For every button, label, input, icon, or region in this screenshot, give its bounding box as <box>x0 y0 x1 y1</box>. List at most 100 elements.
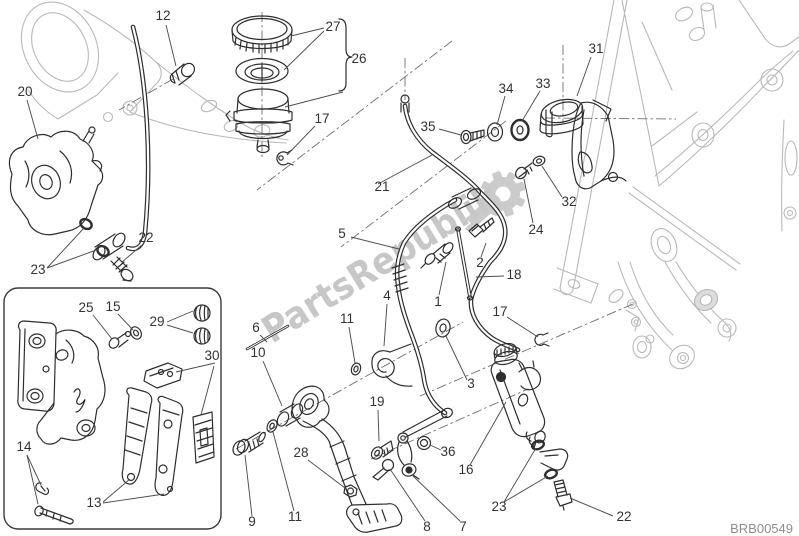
callout-11: 11 <box>340 311 354 326</box>
leader-line-18 <box>475 275 505 278</box>
leader-line-30 <box>175 362 216 373</box>
callout-1: 1 <box>434 294 442 309</box>
front-caliper-art <box>17 304 215 525</box>
leader-line-34 <box>496 95 506 126</box>
leader-line-20 <box>26 99 39 140</box>
callout-35: 35 <box>420 119 435 134</box>
detail-box-border <box>3 287 222 530</box>
leader-line-15 <box>117 313 134 331</box>
leader-line-32 <box>541 165 563 198</box>
callout-10: 10 <box>250 345 265 360</box>
leader-line-24 <box>523 178 534 224</box>
leader-line-8 <box>389 468 426 522</box>
leader-line-23 <box>503 447 537 503</box>
callout-34: 34 <box>498 81 514 96</box>
callout-11: 11 <box>288 509 302 524</box>
leader-line-4 <box>383 303 388 347</box>
leader-line-31 <box>576 56 592 97</box>
hose-sleeve-ribs <box>391 263 409 293</box>
part-code: BRB00549 <box>730 521 793 536</box>
hoses-art <box>125 24 521 438</box>
callout-17: 17 <box>314 111 329 126</box>
pedal-assembly-art <box>232 324 432 533</box>
leader-line-27 <box>283 30 325 71</box>
leader-line-16 <box>469 401 507 466</box>
callout-27: 27 <box>325 19 340 34</box>
leader-line-5 <box>350 236 400 250</box>
callout-8: 8 <box>423 519 431 534</box>
callout-13: 13 <box>86 495 101 510</box>
reservoir-assembly-art <box>225 15 293 154</box>
frame-reference <box>559 0 799 296</box>
callout-4: 4 <box>383 288 391 303</box>
callout-17: 17 <box>492 304 507 319</box>
leader-line-17 <box>506 316 539 338</box>
front-caliper-box <box>3 287 222 530</box>
callout-22: 22 <box>138 230 153 245</box>
callout-33: 33 <box>535 76 550 91</box>
callout-15: 15 <box>105 299 120 314</box>
callout-9: 9 <box>248 514 256 529</box>
callout-16: 16 <box>458 462 473 477</box>
callout-29: 29 <box>149 314 164 329</box>
mount-bracket-31-art <box>539 98 627 190</box>
leader-line-2 <box>480 242 487 258</box>
leader-line-35 <box>438 128 462 136</box>
leader-line-12 <box>165 24 177 67</box>
clip-17-upper-art <box>276 149 294 166</box>
bolt-12-art <box>169 62 196 86</box>
leader-line-3 <box>445 335 468 381</box>
watermark-text: PartsRepublik <box>254 174 506 351</box>
leader-line-10 <box>262 360 283 407</box>
leader-line-19 <box>377 409 380 442</box>
callout-26: 26 <box>351 51 366 66</box>
callout-22: 22 <box>616 509 631 524</box>
leader-line-6 <box>259 334 268 343</box>
leader-line-22 <box>121 244 143 263</box>
master-cylinder-16-art <box>490 342 573 511</box>
leader-line-9 <box>244 454 253 517</box>
callout-32: 32 <box>561 194 576 209</box>
callout-31: 31 <box>588 41 603 56</box>
leader-line-14 <box>26 454 39 505</box>
callout-19: 19 <box>369 394 384 409</box>
callout-23: 23 <box>30 262 45 277</box>
leader-line-36 <box>429 444 442 451</box>
leader-line-23 <box>503 475 549 503</box>
leader-line-33 <box>521 90 541 122</box>
callout-23: 23 <box>491 499 506 514</box>
leader-line-13 <box>102 493 165 504</box>
callout-25: 25 <box>78 300 93 315</box>
callout-28: 28 <box>293 445 308 460</box>
callout-6: 6 <box>252 320 260 335</box>
leader-line-11 <box>348 326 356 364</box>
callout-12: 12 <box>155 8 170 23</box>
callout-30: 30 <box>204 348 219 363</box>
hose-21-end-fitting <box>400 94 410 113</box>
callout-2: 2 <box>476 255 484 270</box>
leader-line-11 <box>272 431 295 512</box>
callout-3: 3 <box>467 376 475 391</box>
callout-36: 36 <box>440 444 455 459</box>
bracket-26 <box>338 18 353 92</box>
leader-line-29 <box>166 310 194 323</box>
callout-24: 24 <box>528 222 544 237</box>
leader-line-27 <box>290 27 325 37</box>
leader-line-26 <box>284 91 344 108</box>
leader-line-23 <box>46 248 100 269</box>
leader-line-22 <box>569 497 614 517</box>
callout-18: 18 <box>506 267 521 282</box>
callout-14: 14 <box>16 439 32 454</box>
leader-line-28 <box>307 459 346 489</box>
footpeg-bracket-reference <box>553 261 737 370</box>
leader-line-23 <box>46 227 85 269</box>
leader-line-25 <box>92 314 113 340</box>
leader-line-14 <box>26 454 42 486</box>
leader-line-17 <box>286 125 316 156</box>
leader-line-13 <box>102 478 131 503</box>
leader-line-21 <box>377 154 433 185</box>
callout-5: 5 <box>338 226 346 241</box>
callout-20: 20 <box>17 84 32 99</box>
